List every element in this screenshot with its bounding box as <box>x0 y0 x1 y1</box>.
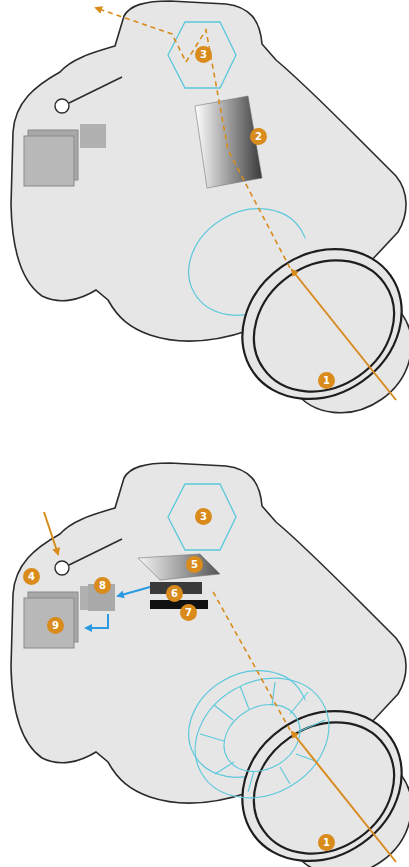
lens <box>213 218 409 437</box>
lens <box>213 680 409 867</box>
callout-number: 5 <box>186 556 203 573</box>
light-path <box>212 590 290 730</box>
press-arrow <box>44 512 58 554</box>
callout-number: 3 <box>195 508 212 525</box>
callout-number: 1 <box>318 834 335 851</box>
sensor-board <box>150 600 208 609</box>
callout-number: 8 <box>94 577 111 594</box>
callout-number: 6 <box>166 585 183 602</box>
callout-number: 4 <box>23 568 40 585</box>
callout-number: 9 <box>47 617 64 634</box>
light-ray <box>292 732 396 862</box>
callout-number: 1 <box>318 372 335 389</box>
callout-number: 7 <box>180 604 197 621</box>
sensor-plate <box>138 554 220 580</box>
callout-number: 2 <box>250 128 267 145</box>
data-arrow <box>86 614 108 628</box>
data-arrow <box>118 587 150 596</box>
light-path <box>96 8 290 268</box>
light-ray <box>292 270 396 400</box>
callout-number: 3 <box>195 46 212 63</box>
